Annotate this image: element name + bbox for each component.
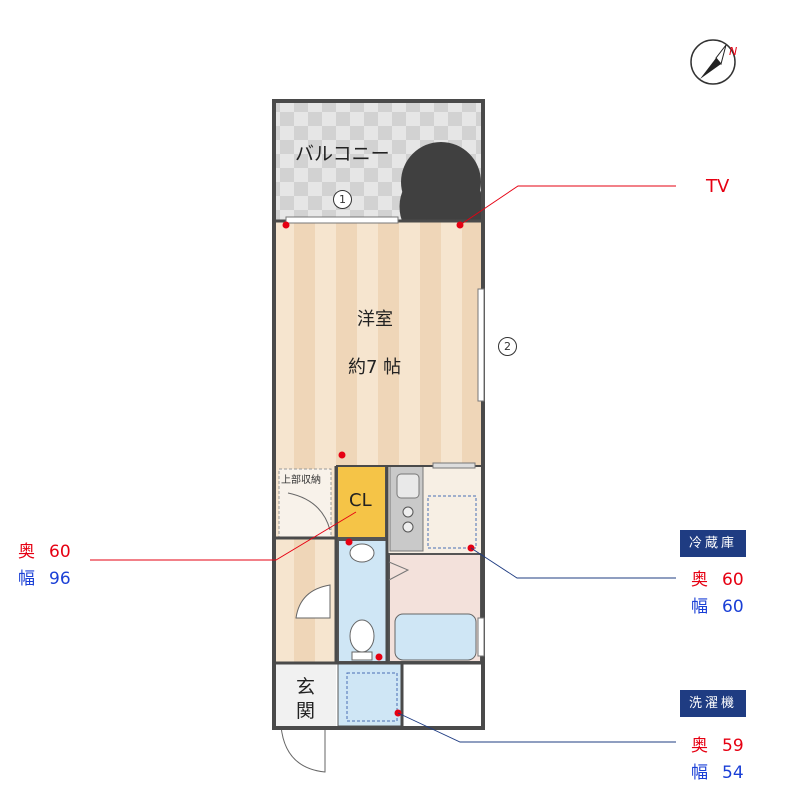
western-room-floor — [276, 221, 481, 466]
shoe-area — [404, 666, 481, 726]
kitchen-vent — [432, 462, 476, 469]
depth-value: 60 — [722, 570, 744, 590]
left-width-row: 幅 96 — [18, 564, 71, 589]
depth-label: 奥 — [691, 570, 708, 590]
corridor-door-swing — [295, 584, 331, 619]
washer-width-row: 幅 54 — [691, 758, 744, 783]
width-value: 54 — [722, 763, 744, 783]
window-marker-2: 2 — [498, 337, 517, 356]
entrance-door-swing — [280, 725, 326, 773]
leader-lines — [90, 185, 676, 743]
svg-text:N: N — [729, 45, 737, 58]
western-room-size: 約7 帖 — [348, 357, 402, 378]
stove-burner-icon — [402, 521, 414, 533]
window-marker-1: 1 — [333, 190, 352, 209]
entrance-label-top: 玄 — [296, 676, 316, 698]
western-room-label: 洋室 — [357, 309, 393, 330]
width-value: 60 — [722, 597, 744, 617]
balcony — [276, 103, 484, 222]
washbasin-icon — [349, 543, 375, 563]
depth-value: 60 — [49, 542, 71, 562]
walls — [272, 99, 485, 730]
toilet-tank-icon — [351, 651, 373, 661]
left-depth-row: 奥 60 — [18, 537, 71, 562]
closet-label: CL — [349, 490, 372, 511]
bath-door — [388, 561, 410, 581]
entrance-floor — [276, 664, 336, 726]
fridge-depth-row: 奥 60 — [691, 565, 744, 590]
north-arrow-icon: N — [690, 39, 737, 85]
sink-icon — [396, 473, 420, 499]
fridge-tag: 冷蔵庫 — [680, 530, 747, 557]
width-label: 幅 — [18, 569, 35, 589]
tv-label: TV — [706, 176, 730, 197]
depth-label: 奥 — [18, 542, 35, 562]
washer-depth-row: 奥 59 — [691, 731, 744, 756]
width-label: 幅 — [691, 763, 708, 783]
width-label: 幅 — [691, 597, 708, 617]
window-bath — [477, 617, 485, 657]
width-value: 96 — [49, 569, 71, 589]
closet-door-swing — [287, 492, 331, 531]
stove-burner-icon — [402, 506, 414, 518]
entrance-label-bottom: 関 — [296, 700, 316, 722]
window-1 — [285, 216, 399, 224]
depth-label: 奥 — [691, 736, 708, 756]
balcony-label: バルコニー — [295, 143, 390, 165]
window-2 — [477, 288, 485, 402]
depth-value: 59 — [722, 736, 744, 756]
upper-storage-label: 上部収納 — [281, 475, 321, 486]
toilet-icon — [349, 619, 375, 653]
washer-space — [346, 672, 398, 722]
bathtub-icon — [394, 613, 477, 661]
fridge-width-row: 幅 60 — [691, 592, 744, 617]
washer-tag: 洗濯機 — [680, 690, 747, 717]
